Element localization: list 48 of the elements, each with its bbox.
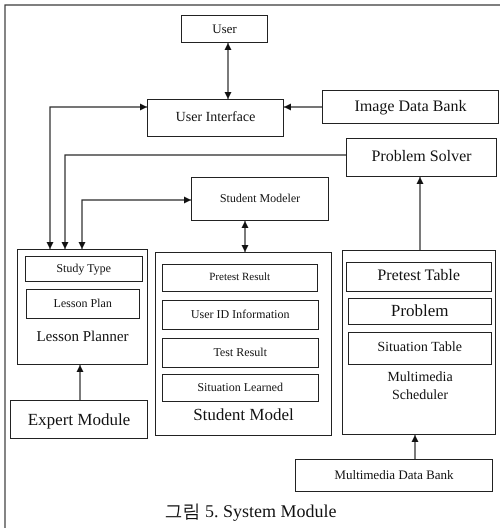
module-box (162, 300, 319, 330)
module-box (348, 332, 492, 365)
module-box (191, 177, 329, 221)
module-label: Problem (390, 301, 448, 321)
module-label: Pretest Table (377, 267, 460, 286)
module-label: Image Data Bank (354, 98, 466, 116)
module-label: Situation Table (377, 340, 462, 356)
module-label: Expert Module (28, 410, 130, 430)
connector-arrow (224, 43, 232, 99)
module-box (147, 99, 284, 137)
module-label: Pretest Result (209, 271, 270, 284)
module-box (162, 338, 319, 368)
module-box (162, 374, 319, 402)
module-label: Lesson Planner (35, 328, 130, 347)
module-label: Student Model (192, 404, 295, 426)
module-label: User (212, 22, 237, 36)
module-box (181, 15, 268, 43)
module-label: Test Result (213, 346, 267, 360)
module-label: Problem Solver (372, 148, 472, 167)
module-box (295, 459, 493, 492)
module-box (346, 138, 497, 177)
module-box (322, 90, 499, 124)
module-container (17, 249, 148, 365)
connector-arrow (62, 154, 346, 249)
connector-arrow (78, 196, 191, 249)
module-label: Student Modeler (220, 192, 300, 206)
module-container (155, 252, 332, 436)
module-box (162, 264, 318, 292)
connector-arrow (416, 177, 424, 250)
connector-arrow (284, 104, 322, 110)
connector-arrow (242, 221, 248, 252)
connector-arrow (46, 104, 147, 249)
module-label: Multimedia Data Bank (334, 468, 454, 483)
module-container (342, 250, 496, 435)
module-box (10, 400, 148, 439)
module-label: User ID Information (190, 308, 290, 322)
module-label: Lesson Plan (54, 296, 112, 311)
module-box (348, 298, 492, 325)
connector-arrow (76, 365, 84, 400)
connector-arrow (412, 435, 418, 459)
module-box (346, 262, 492, 292)
module-box (24, 256, 143, 282)
module-label: Situation Learned (197, 380, 283, 395)
module-box (26, 288, 140, 319)
figure-caption: 그림 5. System Module (163, 500, 338, 523)
module-label: User Interface (176, 110, 256, 126)
module-label: Study Type (56, 262, 111, 276)
module-label: Multimedia Scheduler (386, 369, 454, 406)
